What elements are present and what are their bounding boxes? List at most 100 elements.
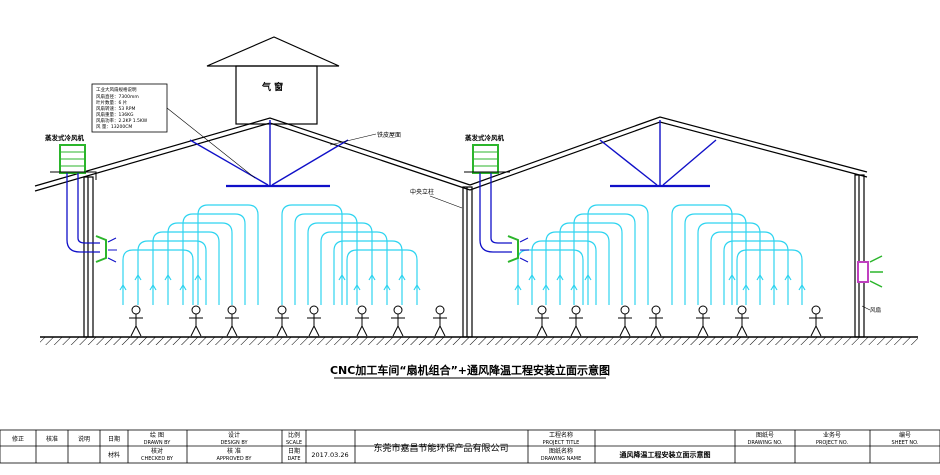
tb-company: 东莞市嘉昌节能环保产品有限公司 [373, 442, 508, 454]
skylight-roof [206, 36, 340, 67]
fan-left [189, 120, 349, 188]
airflow-arrow [398, 273, 406, 281]
airflow-arrow [556, 273, 564, 281]
worker-figure [225, 305, 239, 337]
center-column-label: 中央立柱 [410, 188, 434, 196]
cooler-right [472, 144, 529, 263]
airflow-loop [671, 204, 733, 305]
cooler-left-label: 蒸发式冷风机 [45, 133, 85, 142]
spec-line: 风扇直径：7300mm [96, 93, 139, 100]
worker-figure [391, 305, 405, 337]
cooler-right-label: 蒸发式冷风机 [465, 133, 505, 142]
worker-figure [535, 305, 549, 337]
airflow-arrow [194, 273, 202, 281]
spec-line: 叶片数量：6 片 [96, 99, 128, 106]
tb-project-title-cn: 工程名称 [549, 431, 573, 439]
worker-figure [275, 305, 289, 337]
tb-drawing-name-en: DRAWING NAME [541, 456, 582, 462]
tb-material: 材料 [108, 451, 120, 459]
tb-scale-en: SCALE [286, 440, 302, 446]
fan-right-label: 风扇 [870, 306, 881, 314]
spec-line: 风扇转速：53 RPM [96, 105, 135, 112]
airflow-arrow [584, 273, 592, 281]
tb-sheet-no-cn: 编号 [899, 431, 911, 439]
airflow-arrow [528, 273, 536, 281]
airflow-arrow [134, 273, 142, 281]
airflow-arrow [119, 283, 127, 291]
ground [40, 336, 918, 345]
airflow-loop [559, 222, 623, 305]
tb-explain: 说明 [78, 435, 90, 443]
airflow-arrow [413, 283, 421, 291]
airflow-loop [684, 213, 747, 305]
airflow-loop [545, 231, 610, 305]
tb-approve-cn: 核 准 [227, 447, 241, 455]
skylight-label: 气 窗 [261, 81, 283, 93]
airflow-arrow [756, 273, 764, 281]
airflow-arrow [570, 283, 578, 291]
tb-date-en: DATE [287, 456, 300, 462]
worker-figure [809, 305, 823, 337]
tb-project-no-cn: 业务号 [823, 431, 841, 439]
airflow-loop [182, 213, 246, 305]
airflow-arrow [179, 283, 187, 291]
worker-figure [129, 305, 143, 337]
fan-right [599, 120, 717, 188]
airflow-arrow [338, 273, 346, 281]
worker-figure [618, 305, 632, 337]
worker-figure [649, 305, 663, 337]
airflow-arrow [149, 283, 157, 291]
airflow-loop [346, 249, 418, 305]
cooler-hood [50, 171, 510, 180]
tb-date-value: 2017.03.26 [311, 451, 348, 459]
airflow-arrow [742, 283, 750, 291]
airflow-loop [122, 249, 194, 305]
airflow-loop [697, 222, 761, 305]
title-block [0, 429, 940, 464]
tb-drawn-cn: 绘 图 [150, 431, 164, 439]
tb-design-en: DESIGN BY [220, 440, 248, 446]
tb-scale-cn: 比例 [288, 431, 300, 439]
left-roof [34, 117, 471, 187]
airflow-loop [294, 213, 358, 305]
worker-figure [696, 305, 710, 337]
title-block-text: 修正 核准 说明 日期 绘 图 DRAWN BY 设计 DESIGN BY 比例… [12, 431, 919, 462]
tb-drawing-no-cn: 图纸号 [756, 431, 774, 439]
tb-drawing-no-en: DRAWING NO. [748, 440, 783, 446]
tb-drawing-name-value: 通风降温工程安装立面示意图 [620, 450, 711, 459]
tb-modify: 修正 [12, 435, 24, 443]
airflow-loop [197, 204, 259, 305]
fan-spec-box: 工业大风扇规格说明 风扇直径：7300mm 叶片数量：6 片 风扇转速：53 R… [91, 83, 256, 179]
airflow-loop [710, 231, 775, 305]
building-outline [34, 36, 868, 338]
airflow-loop [152, 231, 220, 305]
tb-review: 核准 [46, 435, 58, 443]
tb-sheet-no-en: SHEET NO. [892, 440, 919, 446]
airflow-loop [281, 204, 343, 305]
airflow-loop [736, 249, 803, 305]
tb-approve-en: APPROVED BY [216, 456, 252, 462]
airflow-arrow [770, 283, 778, 291]
airflow-loop [167, 222, 233, 305]
airflow-loop [333, 240, 403, 305]
airflow-arrow [514, 283, 522, 291]
airflow-loop [587, 204, 649, 305]
airflow-arrow [798, 283, 806, 291]
airflow-loop [517, 249, 584, 305]
tb-check-cn: 核对 [151, 447, 163, 455]
worker-figure [307, 305, 321, 337]
spec-line: 风扇功率：2.2KP 1.5KW [96, 117, 148, 124]
tb-design-cn: 设计 [228, 431, 240, 439]
airflow-loop [573, 213, 636, 305]
airflow-arrow [353, 283, 361, 291]
roof-sheet-label: 铁皮屋面 [377, 131, 401, 139]
skylight-box [235, 65, 318, 125]
drawing-title: CNC加工车间“扇机组合”+通风降温工程安装立面示意图 [330, 363, 610, 377]
tb-drawn-en: DRAWN BY [144, 440, 172, 446]
worker-figure [355, 305, 369, 337]
worker-figure [189, 305, 203, 337]
spec-line: 风扇重量：136KG [96, 111, 134, 118]
tb-date-cn: 日期 [288, 447, 300, 455]
tb-project-no-en: PROJECT NO. [816, 440, 849, 446]
